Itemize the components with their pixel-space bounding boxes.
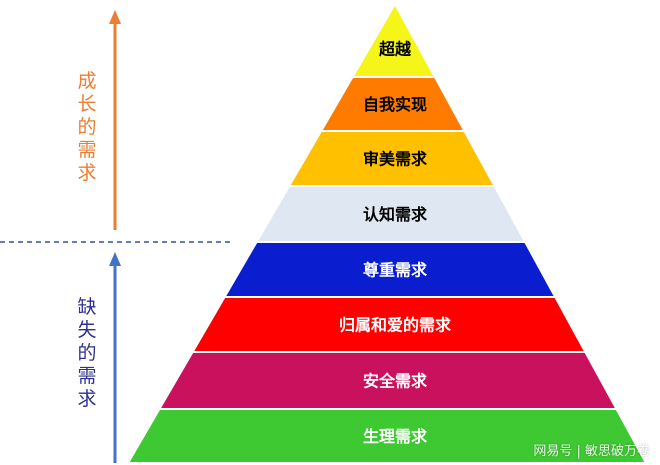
watermark: 网易号 | 敏思破万卷 [533, 444, 650, 459]
pyramid-level-label: 审美需求 [363, 150, 428, 169]
pyramid-level-label: 尊重需求 [363, 261, 428, 280]
pyramid-level-label: 归属和爱的需求 [339, 316, 452, 335]
deficiency-arrow-head [109, 252, 121, 266]
pyramid-level-label: 安全需求 [363, 372, 428, 391]
pyramid-outline [127, 2, 647, 464]
growth-arrow-head [109, 10, 121, 24]
pyramid-level-label: 超越 [378, 40, 412, 59]
deficiency-arrow [109, 252, 121, 463]
pyramid-level-label: 认知需求 [363, 205, 428, 224]
growth-needs-label: 成长的需求 [77, 70, 97, 184]
growth-arrow [109, 10, 121, 230]
deficiency-needs-label: 缺失的需求 [77, 296, 97, 410]
pyramid-level-label: 生理需求 [363, 427, 428, 446]
pyramid-level-label: 自我实现 [363, 95, 427, 114]
